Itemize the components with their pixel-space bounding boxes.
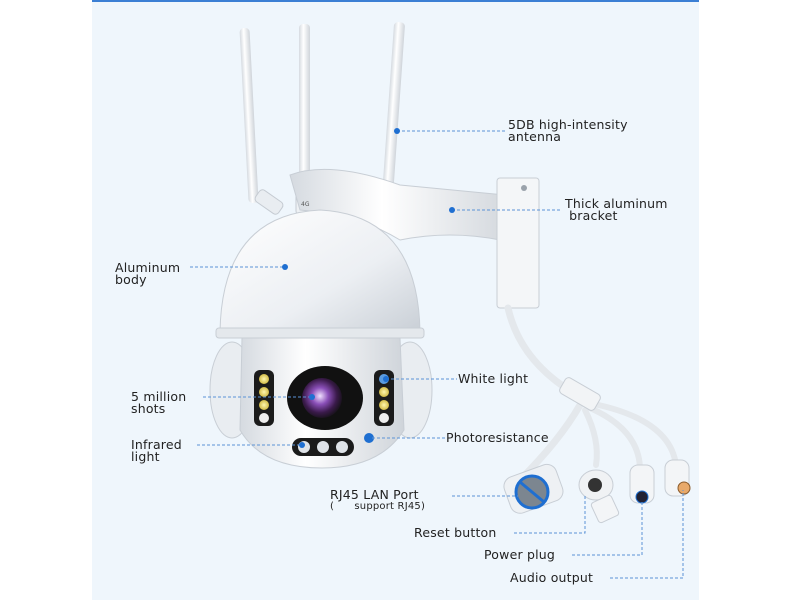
label-lens-line2: shots	[131, 401, 166, 416]
power-port	[635, 490, 649, 504]
label-infrared-line1: Infrared	[131, 437, 182, 452]
label-reset: Reset button	[414, 525, 497, 540]
label-body-line2: body	[115, 272, 147, 287]
label-antenna-line2: antenna	[508, 129, 562, 144]
label-rj45: RJ45 LAN Port ( support RJ45)	[330, 487, 426, 513]
label-infrared: Infrared light	[131, 437, 182, 464]
label-bracket: Thick aluminum bracket	[565, 196, 668, 223]
leader-dots	[282, 128, 455, 448]
label-lens: 5 million shots	[131, 389, 187, 416]
label-body-line1: Aluminum	[115, 260, 181, 275]
photoresistor	[364, 433, 374, 443]
cable-pigtail	[504, 304, 679, 484]
label-rj45-line1: RJ45 LAN Port	[330, 487, 419, 502]
antenna-marking: 4G	[301, 201, 310, 208]
label-white-light: White light	[458, 371, 529, 386]
antenna-right	[382, 22, 405, 197]
label-photoresistance: Photoresistance	[446, 430, 549, 445]
lens	[302, 378, 342, 418]
reset-port	[588, 478, 602, 492]
antenna-middle	[299, 24, 310, 194]
connectors	[503, 459, 691, 524]
label-body: Aluminum body	[115, 260, 181, 287]
label-audio: Audio output	[510, 570, 594, 585]
antenna-left	[239, 28, 259, 203]
label-rj45-line2: ( support RJ45)	[330, 501, 426, 512]
label-power: Power plug	[484, 547, 556, 562]
audio-port	[677, 481, 691, 495]
label-bracket-line1: Thick aluminum	[565, 196, 668, 211]
label-antenna: 5DB high-intensity antenna	[508, 117, 628, 144]
camera-dome	[209, 209, 433, 469]
leader-lines	[190, 130, 684, 579]
label-bracket-line2: bracket	[565, 208, 618, 223]
top-accent-line	[92, 0, 699, 2]
label-infrared-line2: light	[131, 449, 160, 464]
label-lens-line1: 5 million	[131, 389, 187, 404]
label-antenna-line1: 5DB high-intensity	[508, 117, 628, 132]
